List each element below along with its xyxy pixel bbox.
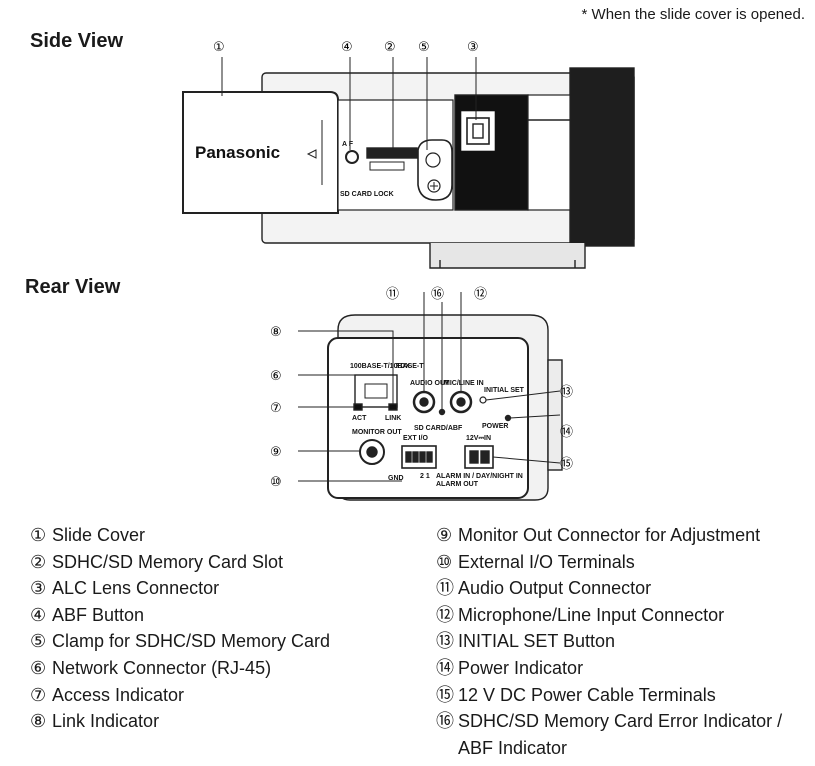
gnd-label: GND — [388, 475, 404, 482]
ext-io-label: EXT I/O — [403, 435, 428, 442]
callout-6: ⑥ — [270, 369, 282, 384]
legend-item: ABF Indicator — [458, 737, 568, 758]
network-connector[interactable] — [354, 374, 398, 408]
sd-card-abf-label: SD CARD/ABF — [414, 425, 463, 432]
callout-16: ⑯ — [431, 287, 444, 302]
audio-out-label: AUDIO OUT — [410, 380, 450, 387]
side-view-drawing: Panasonic A F SD CARD LOCK — [182, 67, 635, 269]
access-indicator — [353, 403, 363, 411]
mic-line-in-label: MIC/LINE IN — [444, 380, 484, 387]
monitor-out-label: MONITOR OUT — [352, 429, 402, 436]
camera-mount — [429, 243, 586, 269]
side-view-heading: Side View — [30, 30, 124, 52]
callout-2: ② — [384, 40, 396, 55]
callout-10: ⑩ — [270, 475, 282, 490]
callout-11: ⑪ — [386, 287, 399, 302]
sd-card-error-indicator — [438, 408, 446, 416]
rear-view-drawing: 100BASE-T/10BASE-T FDX ACT LINK MONITOR … — [327, 314, 563, 501]
camera-diagram: Panasonic A F SD CARD LOCK ① ④ ② — [182, 40, 635, 501]
link-indicator — [388, 403, 398, 411]
callout-8: ⑧ — [270, 325, 282, 340]
callout-12: ⑫ — [474, 287, 487, 302]
callout-1: ① — [213, 40, 225, 55]
alarm-in-label: ALARM IN / DAY/NIGHT IN — [436, 473, 523, 480]
rear-view-heading: Rear View — [25, 276, 121, 298]
dc-in-label: 12V⎓IN — [466, 435, 491, 442]
callout-13: ⑬ — [560, 385, 573, 400]
callout-4: ④ — [341, 40, 353, 55]
sd-card-clamp[interactable] — [417, 139, 453, 201]
af-label: A F — [342, 141, 354, 148]
initial-set-button[interactable] — [479, 396, 487, 404]
abf-button[interactable] — [345, 150, 359, 164]
sd-card-slot[interactable] — [366, 147, 418, 159]
camera-rear-block — [569, 67, 635, 247]
side-view-leaders — [221, 57, 477, 150]
footnote: * When the slide cover is opened. — [581, 6, 805, 23]
terminal-numbers: 2 1 — [420, 473, 430, 480]
fdx-label: FDX — [396, 363, 410, 370]
callout-7: ⑦ — [270, 401, 282, 416]
link-speed-label: 100BASE-T/10BASE-T — [350, 363, 424, 370]
initial-set-label: INITIAL SET — [484, 387, 525, 394]
power-label: POWER — [482, 423, 508, 430]
sd-card-lock-label: SD CARD LOCK — [340, 191, 394, 198]
rear-view-leaders — [298, 292, 561, 482]
power-indicator — [504, 414, 512, 422]
callout-5: ⑤ — [418, 40, 430, 55]
callout-15: ⑮ — [560, 457, 573, 472]
panasonic-logo: Panasonic — [195, 143, 280, 162]
side-view-callouts: ① ④ ② ⑤ ③ — [213, 40, 479, 55]
callout-14: ⑭ — [560, 425, 573, 440]
callout-3: ③ — [467, 40, 479, 55]
callout-9: ⑨ — [270, 445, 282, 460]
act-label: ACT — [352, 415, 367, 422]
link-label: LINK — [385, 415, 401, 422]
rear-view-callouts: ⑪ ⑯ ⑫ ⑧ ⑥ ⑦ ⑨ ⑩ ⑬ ⑭ ⑮ — [270, 287, 573, 490]
alarm-out-label: ALARM OUT — [436, 481, 479, 488]
